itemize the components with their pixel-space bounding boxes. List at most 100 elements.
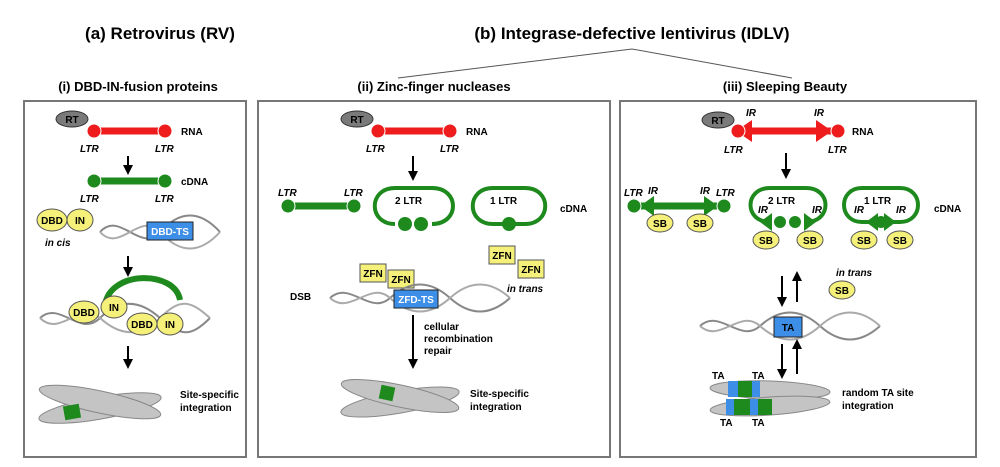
heading-sleeping-beauty: (iii) Sleeping Beauty [723, 79, 848, 94]
in-cis-label: in cis [45, 238, 71, 249]
sb-label: SB [857, 236, 871, 247]
cellular-label: cellular [424, 322, 459, 333]
idlv-bracket-line [397, 48, 793, 79]
chromosome [340, 379, 460, 418]
random-ta-label: random TA site [842, 388, 914, 399]
ir-label: IR [700, 186, 711, 197]
ta-box [773, 316, 803, 338]
sb-label: SB [803, 236, 817, 247]
sb-ellipse [646, 213, 674, 233]
circle-2ltr [748, 186, 828, 224]
dna-helix [699, 311, 881, 341]
two-ltr-label: 2 LTR [395, 196, 423, 207]
zfd-ts-label: ZFD-TS [398, 295, 434, 306]
panel-dbd-in-fusion [23, 100, 247, 458]
ir-label: IR [812, 205, 823, 216]
heading-idlv: (b) Integrase-defective lentivirus (IDLV… [474, 24, 789, 43]
rt-ellipse [55, 110, 89, 128]
in-trans-label: in trans [507, 284, 544, 295]
two-ltr-label: 2 LTR [768, 196, 796, 207]
zfn-box [488, 245, 516, 265]
ta-label: TA [752, 371, 765, 382]
sb-ellipse [796, 230, 824, 250]
cdna-label: cDNA [181, 177, 208, 188]
panel-ii-content: RT RNA LTR LTR LTR LTR 2 LTR 1 LTR cDNA … [278, 110, 587, 418]
cdna-label: cDNA [934, 204, 961, 215]
integration-label: integration [842, 401, 894, 412]
one-ltr-label: 1 LTR [490, 196, 518, 207]
zfn-box [517, 259, 545, 279]
recombination-label: recombination [424, 334, 493, 345]
dbd-label: DBD [131, 320, 153, 331]
ltr-label: LTR [80, 144, 99, 155]
ltr-label: LTR [724, 145, 743, 156]
integrated-cdna-loop [102, 275, 183, 306]
ir-label: IR [746, 108, 757, 119]
ltr-label: LTR [80, 194, 99, 205]
repair-label: repair [424, 346, 452, 357]
panel-i-content: RT RNA LTR LTR cDNA LTR LTR DBD IN in ci… [36, 110, 239, 424]
ir-label: IR [758, 205, 769, 216]
rt-ellipse [701, 111, 735, 129]
in-label: IN [109, 303, 119, 314]
ltr-label: LTR [716, 188, 735, 199]
sb-label: SB [693, 219, 707, 230]
ir-arrow [816, 120, 832, 142]
circle-2ltr [372, 186, 455, 226]
rna-label: RNA [466, 127, 488, 138]
dbd-ts-label: DBD-TS [151, 227, 189, 238]
zfd-ts-box [393, 289, 439, 309]
in-trans-label: in trans [836, 268, 873, 279]
rna-label: RNA [852, 127, 874, 138]
ltr-label: LTR [366, 144, 385, 155]
zfn-box [387, 269, 415, 289]
zfn-label: ZFN [363, 269, 382, 280]
sb-ellipse [850, 230, 878, 250]
chromosome [38, 384, 162, 424]
in-label: IN [165, 320, 175, 331]
sb-ellipse [686, 213, 714, 233]
ta-label: TA [782, 323, 795, 334]
ir-label: IR [814, 108, 825, 119]
site-specific-label: Site-specific [470, 389, 529, 400]
integration-label: integration [470, 402, 522, 413]
sb-ellipse [886, 230, 914, 250]
ltr-label: LTR [344, 188, 363, 199]
dbd-label: DBD [73, 308, 95, 319]
integration-label: integration [180, 403, 232, 414]
ltr-label: LTR [440, 144, 459, 155]
ir-label: IR [896, 205, 907, 216]
panel-iii-content: RT IR IR RNA LTR LTR LTR IR IR LTR SB SB… [624, 108, 961, 429]
rt-label: RT [65, 115, 78, 126]
zfn-label: ZFN [521, 265, 540, 276]
ir-label: IR [854, 205, 865, 216]
panel-zinc-finger [257, 100, 611, 458]
sb-ellipse [752, 230, 780, 250]
ta-label: TA [720, 418, 733, 429]
in-ellipse [66, 208, 94, 232]
heading-dbd-in-fusion: (i) DBD-IN-fusion proteins [58, 79, 218, 94]
in-label: IN [75, 216, 85, 227]
ta-label: TA [752, 418, 765, 429]
zfn-label: ZFN [492, 251, 511, 262]
rt-label: RT [711, 116, 724, 127]
dna-helix [329, 283, 511, 313]
ltr-label: LTR [155, 144, 174, 155]
dsb-label: DSB [290, 292, 311, 303]
cdna-label: cDNA [560, 204, 587, 215]
site-specific-label: Site-specific [180, 390, 239, 401]
dbd-label: DBD [41, 216, 63, 227]
sb-label: SB [653, 219, 667, 230]
rt-ellipse [340, 110, 374, 128]
circle-1ltr [470, 186, 548, 226]
chromosome [709, 380, 831, 417]
ltr-label: LTR [278, 188, 297, 199]
sb-label: SB [893, 236, 907, 247]
sb-label: SB [759, 236, 773, 247]
heading-retrovirus: (a) Retrovirus (RV) [85, 24, 235, 43]
sb-label: SB [835, 286, 849, 297]
rt-label: RT [350, 115, 363, 126]
panel-sleeping-beauty [619, 100, 977, 458]
heading-zinc-finger: (ii) Zinc-finger nucleases [357, 79, 510, 94]
